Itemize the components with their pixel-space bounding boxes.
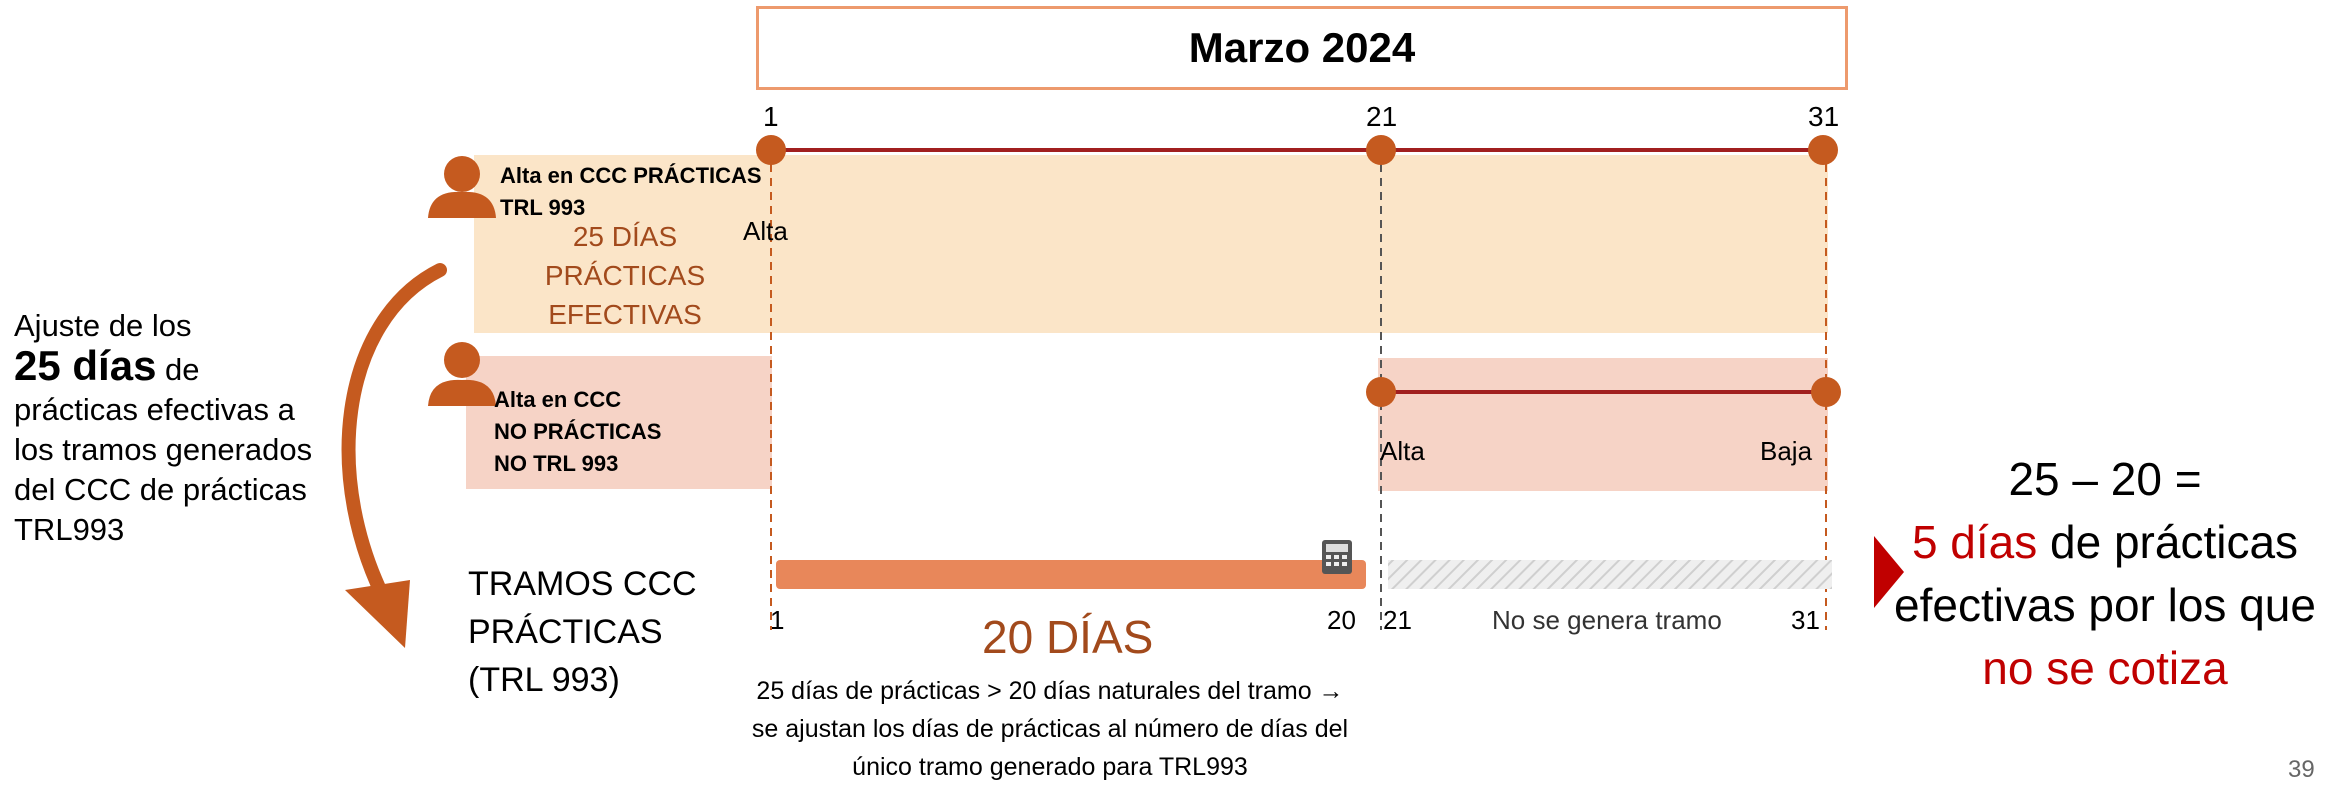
- day-label-31: 31: [1808, 101, 1840, 132]
- no-tramo-label: No se genera tramo: [1492, 605, 1722, 635]
- tramo-bar: [776, 560, 1366, 589]
- adjustment-line6: TRL993: [14, 512, 125, 547]
- row-b-baja-label: Baja: [1760, 436, 1813, 466]
- adjustment-line2: 25 días de: [14, 345, 344, 390]
- adjustment-days-highlight: 25 días: [14, 342, 157, 389]
- person-icon: [428, 156, 496, 218]
- practicas-band: [474, 155, 1828, 333]
- row-b-alta-label: Alta: [1380, 436, 1425, 466]
- row-a-label-line2: TRL 993: [500, 195, 586, 220]
- adjustment-line3: prácticas efectivas a: [14, 392, 295, 427]
- row-b-label-line3: NO TRL 993: [494, 451, 619, 476]
- result-line2: 5 días de prácticas: [1880, 511, 2330, 574]
- timeline-b-dot-baja: [1811, 377, 1841, 407]
- no-practicas-band-label: [466, 356, 772, 489]
- practicas-efectivas-text: 25 DÍAS PRÁCTICAS EFECTIVAS: [540, 217, 710, 334]
- adjustment-line1: Ajuste de los: [14, 308, 192, 343]
- adjustment-after-days: de: [156, 352, 200, 387]
- row-b-label: Alta en CCC NO PRÁCTICAS NO TRL 993: [494, 384, 661, 480]
- row-a-label-line1: Alta en CCC PRÁCTICAS: [500, 163, 762, 188]
- day-label-21: 21: [1366, 101, 1398, 132]
- result-line1: 25 – 20 =: [2008, 453, 2202, 505]
- result-highlight: 5 días: [1911, 516, 2038, 568]
- tramos-label-line3: (TRL 993): [468, 661, 620, 699]
- result-text: 25 – 20 = 5 días de prácticas efectivas …: [1880, 448, 2330, 700]
- tramo-note-line1: 25 días de prácticas > 20 días naturales…: [756, 677, 1344, 705]
- adjustment-line5: del CCC de prácticas: [14, 472, 307, 507]
- triangle-arrow-icon: [1874, 536, 1904, 608]
- row-a-alta-label: Alta: [743, 216, 788, 246]
- tramo-start-label: 1: [770, 605, 785, 635]
- curved-arrow-icon: [341, 263, 447, 648]
- adjustment-note: Ajuste de los 25 días de prácticas efect…: [14, 306, 344, 550]
- practicas-line1: 25 DÍAS: [572, 221, 678, 252]
- tramo-note-line2: se ajustan los días de prácticas al núme…: [751, 715, 1349, 743]
- month-title: Marzo 2024: [756, 6, 1848, 90]
- practicas-line3: EFECTIVAS: [548, 299, 702, 330]
- tramos-label-line2: PRÁCTICAS: [468, 613, 663, 651]
- practicas-line2: PRÁCTICAS: [544, 260, 706, 291]
- tramo-total-days: 20 DÍAS: [982, 611, 1154, 663]
- row-b-label-line2: NO PRÁCTICAS: [494, 419, 662, 444]
- adjustment-line4: los tramos generados: [14, 432, 313, 467]
- timeline-dot-31: [1808, 135, 1838, 165]
- gap-end-label: 31: [1791, 605, 1820, 635]
- row-b-label-line1: Alta en CCC: [494, 387, 622, 412]
- calculator-icon: [1322, 540, 1352, 574]
- person-icon: [428, 342, 496, 406]
- timeline-b-dot-alta: [1366, 377, 1396, 407]
- tramos-label-line1: TRAMOS CCC: [468, 565, 697, 603]
- row-a-label: Alta en CCC PRÁCTICAS TRL 993: [500, 160, 762, 224]
- tramo-note-line3: único tramo generado para TRL993: [852, 753, 1248, 781]
- result-line4: no se cotiza: [1982, 642, 2228, 694]
- page-number: 39: [2288, 756, 2315, 783]
- timeline-dot-1: [756, 135, 786, 165]
- tramo-note: 25 días de prácticas > 20 días naturales…: [700, 672, 1400, 786]
- tramos-label: TRAMOS CCC PRÁCTICAS (TRL 993): [468, 560, 697, 704]
- result-line2-rest: de prácticas: [2037, 516, 2299, 568]
- no-tramo-hatched-bar: [1388, 560, 1832, 589]
- result-line3: efectivas por los que: [1894, 579, 2316, 631]
- day-label-1: 1: [763, 101, 779, 132]
- gap-start-label: 21: [1383, 605, 1412, 635]
- tramo-end-label: 20: [1327, 605, 1356, 635]
- no-practicas-band-period: [1378, 358, 1828, 491]
- timeline-dot-21: [1366, 135, 1396, 165]
